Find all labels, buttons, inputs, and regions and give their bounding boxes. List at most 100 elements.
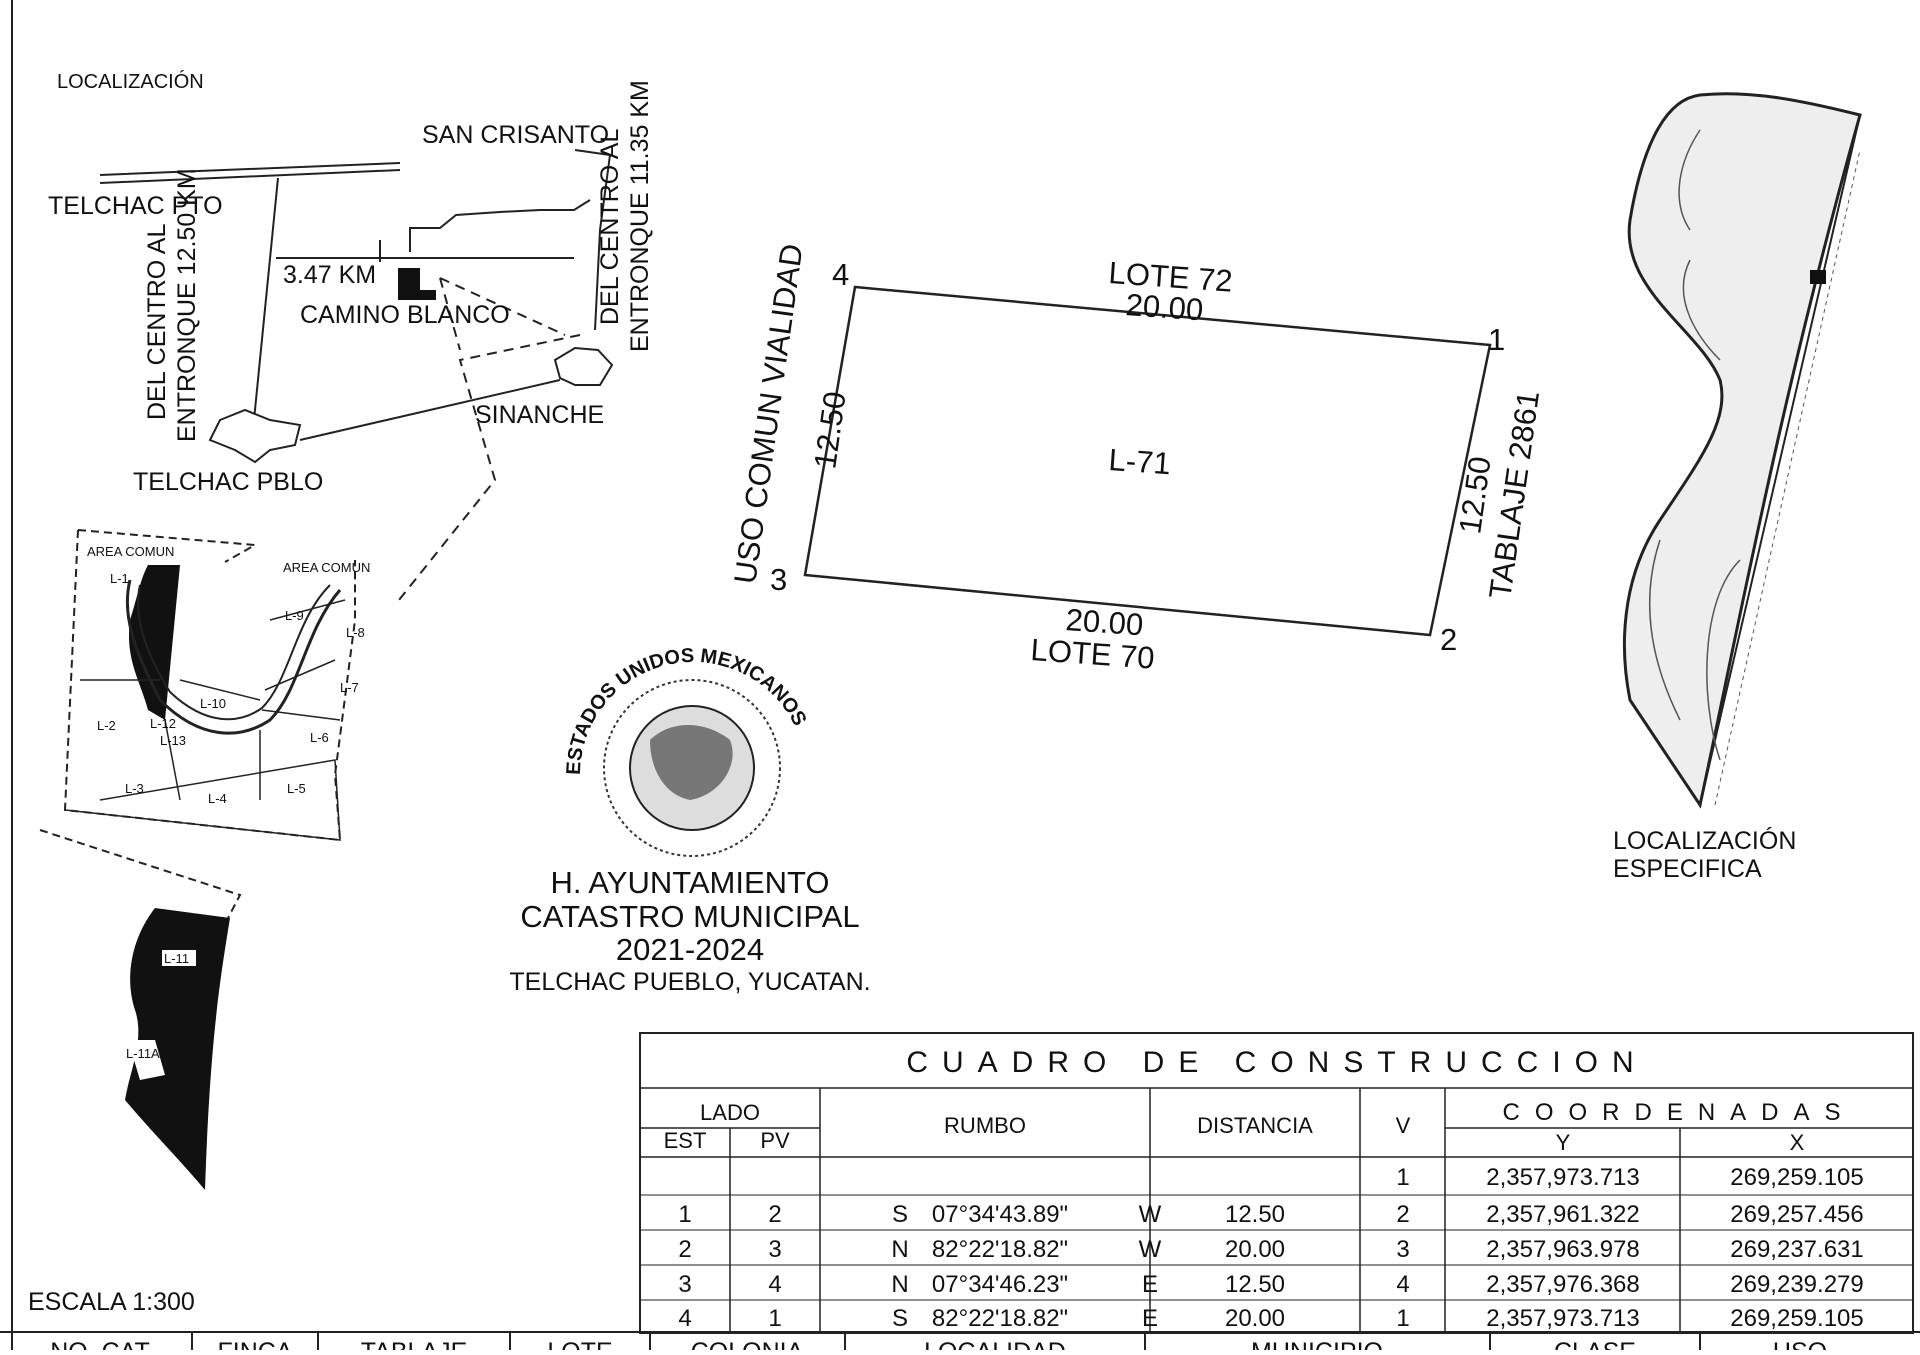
cell-pv: 1 [768,1305,781,1332]
zoom-line-1 [439,277,566,336]
header-distancia: DISTANCIA [1197,1113,1313,1138]
inset-lot-label: L-1 [110,571,129,586]
cell-est: 2 [678,1236,691,1263]
cell-distancia: 20.00 [1225,1305,1285,1332]
specific-location-line2: ESPECIFICA [1613,855,1762,883]
label-del-centro-right-1: DEL CENTRO AL [596,129,624,325]
cell-rumbo-side: W [1139,1201,1162,1228]
cell-y: 2,357,973.713 [1486,1164,1639,1191]
inset-road-inner [137,584,331,721]
location-map: LOCALIZACIÓN SAN CRISANTO TELCHAC PTO 3.… [48,70,654,606]
inset-lot-label: L-5 [287,781,306,796]
cell-rumbo-angle: 82°22'18.82" [932,1305,1068,1332]
label-area-comun-1: AREA COMUN [87,544,174,559]
label-left-neighbor: USO COMUN VIALIDAD [727,242,809,586]
cell-x: 269,237.631 [1730,1236,1863,1263]
cell-distancia: 20.00 [1225,1236,1285,1263]
footer-label: CLASE [1554,1338,1636,1350]
parcel-label: L-71 [1108,442,1172,481]
label-camino-blanco: CAMINO BLANCO [300,301,510,329]
label-sinanche: SINANCHE [475,401,604,429]
inset-bottom-boundary [64,759,341,841]
road-crisanto [409,199,591,252]
strip-lot-label: L-11A [126,1046,160,1061]
footer-label: TABLAJE [361,1338,468,1350]
strip-label-box [162,950,196,966]
cell-pv: 2 [768,1201,781,1228]
footer-label: COLONIA [691,1338,804,1350]
subdivision-inset: AREA COMUN AREA COMUN L-1 L-2 L-3 L-4 L-… [63,529,370,842]
cell-est: 3 [678,1271,691,1298]
inset-lot-label: L-12 [150,716,176,731]
parcel-drawing: 4 1 2 3 LOTE 72 20.00 20.00 LOTE 70 L-71… [727,242,1546,676]
label-del-centro-right-2: ENTRONQUE 11.35 KM [626,80,654,352]
cell-v: 4 [1396,1271,1409,1298]
vertex-label: 1 [1488,322,1505,357]
cell-v: 3 [1396,1236,1409,1263]
vertex-label: 3 [770,562,787,597]
scale-label: ESCALA 1:300 [28,1288,195,1316]
cell-v: 1 [1396,1164,1409,1191]
road-telchac-sinanche [299,379,561,441]
cell-distancia: 12.50 [1225,1271,1285,1298]
strip-label-box-2 [128,1040,165,1080]
cell-rumbo-side: E [1142,1305,1158,1332]
cell-x: 269,259.105 [1730,1164,1863,1191]
location-title: LOCALIZACIÓN [57,70,204,93]
cell-rumbo-side: E [1142,1271,1158,1298]
table-row: 1 2,357,973.713 269,259.105 [1396,1164,1863,1191]
development-main-road [1699,114,1861,806]
cell-x: 269,257.456 [1730,1201,1863,1228]
label-san-crisanto: SAN CRISANTO [422,121,609,149]
road-sinanche [574,149,612,331]
cell-y: 2,357,973.713 [1486,1305,1639,1332]
label-left-length: 12.50 [807,389,852,471]
cell-y: 2,357,961.322 [1486,1201,1639,1228]
label-bottom-neighbor: LOTE 70 [1030,632,1156,676]
strip-dashed-line [39,829,242,919]
table-row: 1 2 S 07°34'43.89" W 12.50 2 2,357,961.3… [678,1201,1863,1228]
footer-label: FINCA [218,1338,293,1350]
zoom-line-3 [394,334,581,606]
header-coordenadas: COORDENADAS [1502,1099,1855,1126]
specific-location-line1: LOCALIZACIÓN [1613,826,1796,855]
vertex-label: 2 [1440,622,1457,657]
cell-rumbo-dir: S [892,1201,908,1228]
inset-road-outer [125,579,342,735]
header-lado: LADO [700,1100,760,1125]
cell-est: 1 [678,1201,691,1228]
vertex-label: 4 [832,257,849,292]
cell-y: 2,357,976.368 [1486,1271,1639,1298]
development-outline [1622,92,1862,809]
header-x: X [1790,1130,1805,1155]
cell-v: 2 [1396,1201,1409,1228]
cell-x: 269,259.105 [1730,1305,1863,1332]
cell-pv: 3 [768,1236,781,1263]
authority-block: H. AYUNTAMIENTO CATASTRO MUNICIPAL 2021-… [509,865,870,996]
table-title: CUADRO DE CONSTRUCCION [906,1046,1647,1079]
label-area-comun-2: AREA COMUN [283,560,370,575]
footer-label: MUNICIPIO [1251,1338,1383,1350]
inset-lot-label: L-13 [160,733,186,748]
authority-line1: H. AYUNTAMIENTO [550,865,829,900]
cell-rumbo-side: W [1139,1236,1162,1263]
cell-rumbo-dir: N [891,1271,908,1298]
inset-lot-label: L-6 [310,730,329,745]
development-streets [1648,129,1741,761]
cell-est: 4 [678,1305,691,1332]
mexico-seal: ESTADOS UNIDOS MEXICANOS [563,645,811,857]
lot-location-marker [1810,270,1826,284]
strip-black-area [125,908,230,1190]
cell-rumbo-angle: 07°34'46.23" [932,1271,1068,1298]
authority-line2: CATASTRO MUNICIPAL [520,899,859,934]
coastal-strip-detail: L-11 L-11A [39,829,242,1190]
label-bottom-length: 20.00 [1065,602,1145,642]
table-row: 2 3 N 82°22'18.82" W 20.00 3 2,357,963.9… [678,1236,1863,1263]
footer-label: USO [1773,1338,1827,1350]
header-y: Y [1556,1130,1571,1155]
header-rumbo: RUMBO [944,1113,1026,1138]
road-telchac-camino [251,177,279,441]
inset-lot-label: L-2 [97,718,116,733]
